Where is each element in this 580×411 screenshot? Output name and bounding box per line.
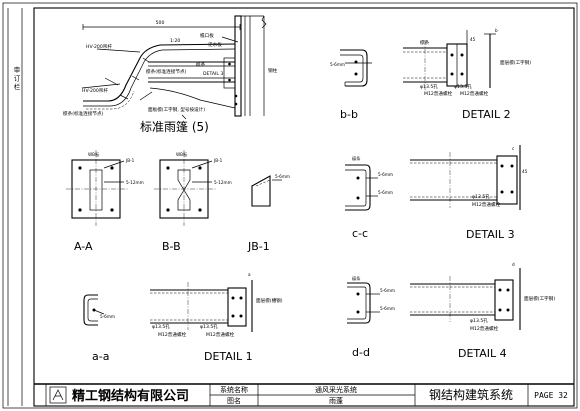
system-name-label: 系统名称 [220,385,248,394]
drawing-name-value: 雨蓬 [329,396,343,405]
purlin-std-node-label: 檩条(标准连接节点) [63,110,104,117]
d2-hole-label-2: φ13.5孔 [454,83,472,90]
canopy-elevation: 500 钢柱 檐口板 泛水板 HV-200吊杆 1: [63,15,278,134]
d3-hole: φ13.5孔 [472,193,490,200]
d4-ibeam-label: 面层檩(工字钢) [524,295,555,302]
dd-purlin: 檩条 [352,275,361,282]
d1-hole: φ13.5孔 [152,323,170,330]
aa-small-spec: 5-6mm [100,314,115,319]
d2-hole-label: φ13.5孔 [420,83,438,90]
system-title: 钢结构建筑系统 [429,387,513,402]
detail-2: 45 b 檩条 面层檩(工字钢) φ13.5孔 φ13.5孔 M12普通螺栓 M… [403,28,531,121]
detail-3: c 45 φ13.5孔 M12普通螺栓 DETAIL 3 [410,145,528,241]
d4-m12: M12普通螺栓 [470,325,499,332]
d4-d-mark: d [512,262,515,267]
canopy-caption: 标准雨篷 (5) [140,119,209,134]
d1-m12-2: M12普通螺栓 [206,331,235,338]
slope-label: 1:20 [170,38,180,44]
d2-purlin-label: 檩条 [420,39,430,46]
steel-column-flange [234,15,242,117]
d2-dim-45: 45 [470,37,476,42]
aa-wb-label: WB板 [88,151,100,158]
section-a-a: 5-6mm a-a [83,294,115,363]
d3-c-mark: c [512,146,515,151]
jb1-caption: JB-1 [247,240,270,253]
bb-bolt-spec: 5-6mm [330,62,345,67]
d1-m12: M12普通螺栓 [158,331,187,338]
dd-caption: d-d [352,346,370,359]
canopy-inner-curve [83,48,236,107]
d3-m12: M12普通螺栓 [472,201,501,208]
cc-spec-1: 5-6mm [378,172,393,177]
company-name: 精工钢结构有限公司 [72,388,189,404]
section-A-A: WB板 JB-1 5-12mm A-A [66,150,144,253]
detail3-ref-label: DETAIL 3 [203,71,223,77]
d2-m12-label-2: M12普通螺栓 [460,90,489,97]
page-number: PAGE 32 [534,391,568,400]
d1-caption: DETAIL 1 [204,350,253,363]
dim-500-label: 500 [156,20,165,26]
bb-jb1-label: JB-1 [213,158,223,163]
cc-purlin: 檩条 [352,155,361,162]
section-B-B: WB板 JB-1 5-12mm B-B [154,150,232,253]
d1-a-mark: a [248,272,251,277]
d2-caption: DETAIL 2 [462,108,511,121]
d1-hole-2: φ13.5孔 [200,323,218,330]
drawing-name-label: 图名 [227,396,241,405]
bb-wb-label: WB板 [176,151,188,158]
inner-border [33,7,575,407]
eave-board-label: 檐口板 [200,32,214,39]
bb-spec-label: 5-12mm [214,180,232,185]
purlin-label: 檩条 [196,61,206,68]
section-b-b: 5-6mm b-b [330,49,372,121]
canopy-outer-curve [83,43,236,102]
aa-spec-label: 5-12mm [126,180,144,185]
BB-caption: B-B [162,240,181,253]
d4-caption: DETAIL 4 [458,347,507,360]
a-a-caption: a-a [92,350,109,363]
aa-jb1-label: JB-1 [125,158,135,163]
section-d-d: 5-6mm 5-6mm 檩条 d-d [347,275,395,359]
hv200-low-label: HV-200吊杆 [82,87,108,94]
flashing-label: 泛水板 [208,41,222,48]
d3-dim-45: 45 [522,169,528,174]
title-block: 精工钢结构有限公司 系统名称 通风采光系统 图名 雨蓬 钢结构建筑系统 PAGE… [34,383,574,406]
ceiling-purlin-label: 面板檩(工字钢, 型号按设计) [148,106,205,113]
detail-4: d 面层檩(工字钢) φ13.5孔 M12普通螺栓 DETAIL 4 [410,262,555,360]
d4-hole: φ13.5孔 [470,317,488,324]
d2-m12-label: M12普通螺栓 [424,90,453,97]
column-label: 钢柱 [268,67,278,74]
cc-spec-2: 5-6mm [378,190,393,195]
bb-caption: b-b [340,108,358,121]
d2-ceiling-label: 面层檩(工字钢) [500,59,531,66]
d1-channel-label: 面层檩(槽钢) [256,297,283,304]
hv200-top-label: HV-200吊杆 [86,43,112,50]
jb1-spec: 5-6mm [275,174,290,179]
plate-JB-1: 5-6mm JB-1 [247,174,290,253]
cc-caption: c-c [352,227,368,240]
purlin-std-label: 檩条(标准连接节点) [146,68,187,75]
dd-spec-2: 5-6mm [380,306,395,311]
section-c-c: 5-6mm 5-6mm 檩条 c-c [345,155,393,240]
company-logo [49,386,67,404]
aa-caption: A-A [74,240,93,253]
review-column-label: 审 订 栏 [12,65,20,91]
system-name-value: 通风采光系统 [315,385,357,394]
detail-1: a 面层檩(槽钢) φ13.5孔 φ13.5孔 M12普通螺栓 M12普通螺栓 … [150,272,283,363]
dd-spec-1: 5-6mm [380,288,395,293]
beam-end-plate [223,57,236,89]
d3-caption: DETAIL 3 [466,228,515,241]
d2-b-mark: b [495,28,498,33]
